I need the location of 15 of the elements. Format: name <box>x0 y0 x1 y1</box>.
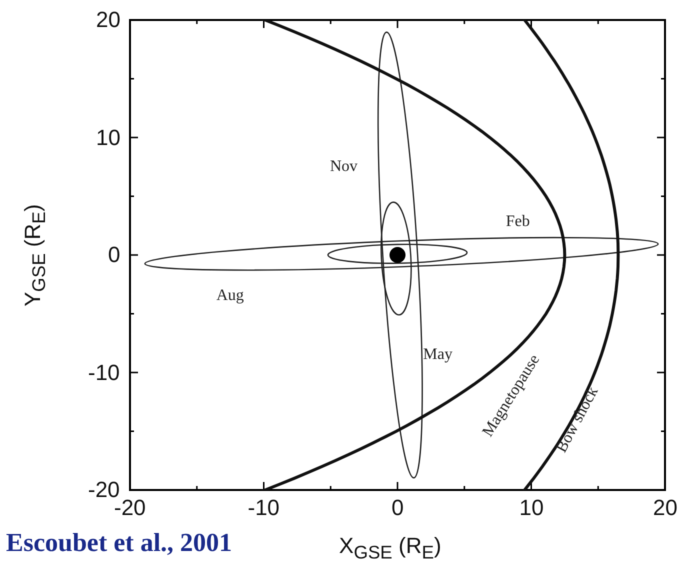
orbit-label: May <box>423 346 452 363</box>
tick-label: -10 <box>88 362 120 384</box>
tick-label: 0 <box>108 244 120 266</box>
orbit-label: Aug <box>216 288 244 304</box>
orbit-label: Feb <box>506 214 530 230</box>
tick-label: 20 <box>96 9 120 31</box>
citation-caption: Escoubet et al., 2001 <box>6 530 232 556</box>
axis-title: X$_{GSE}$ (R$_{E}$) <box>339 534 442 562</box>
tick-label: 10 <box>96 126 120 148</box>
tick-label: -10 <box>248 497 280 519</box>
tick-label: 20 <box>653 497 678 519</box>
curve-label: Bow shock <box>554 384 602 455</box>
orbit-label: Nov <box>330 158 358 175</box>
tick-label: 0 <box>392 497 404 519</box>
tick-label: 10 <box>519 497 544 519</box>
